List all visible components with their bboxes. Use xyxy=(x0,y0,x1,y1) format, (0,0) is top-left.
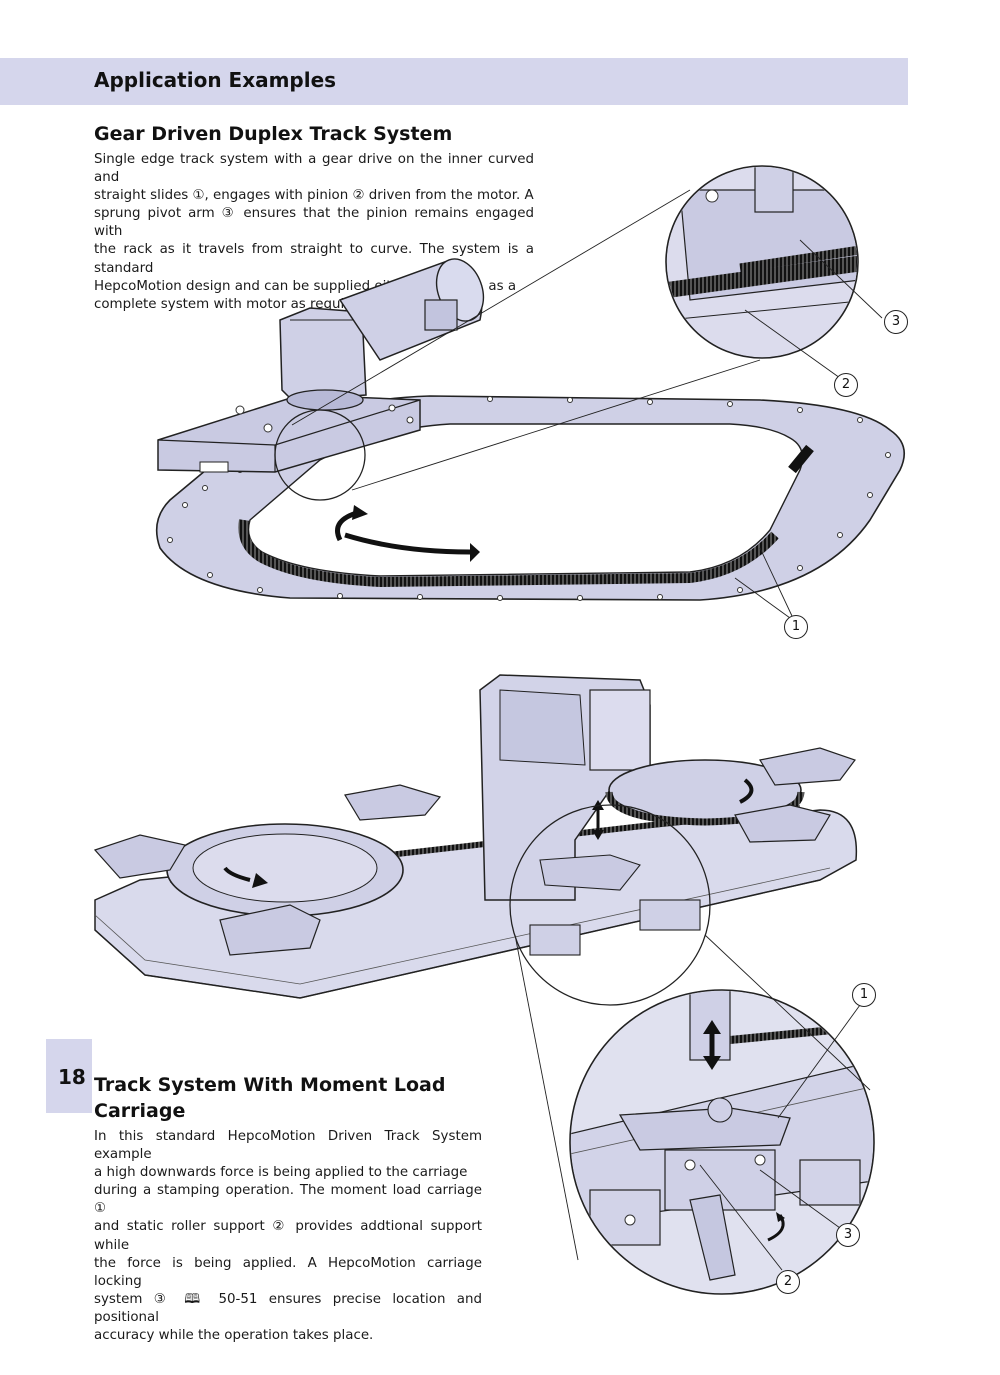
callout-1-bottom: 1 xyxy=(852,983,876,1007)
section2-title-line2: Carriage xyxy=(94,1100,186,1122)
section2-body: In this standard HepcoMotion Driven Trac… xyxy=(94,1128,482,1345)
carriage-detail-magnifier xyxy=(514,934,875,1295)
header-band xyxy=(0,58,908,105)
page-header-title: Application Examples xyxy=(94,68,337,92)
callout-3-top: 3 xyxy=(884,310,908,334)
section2-line-1: In this standard HepcoMotion Driven Trac… xyxy=(94,1129,482,1163)
pinion-detail-magnifier xyxy=(291,165,883,619)
page-number-tab xyxy=(46,1039,92,1113)
section1-line-4: the rack as it travels from straight to … xyxy=(94,242,534,276)
section2-line-4: and static roller support ② provides add… xyxy=(94,1219,482,1253)
section2-line-5: the force is being applied. A HepcoMotio… xyxy=(94,1255,482,1289)
section2-line-6: system ③ 🕮 50-51 ensures precise locatio… xyxy=(94,1291,482,1325)
section1-line-2: straight slides ①, engages with pinion ②… xyxy=(94,188,534,204)
section2-line-2: a high downwards force is being applied … xyxy=(94,1165,468,1181)
moment-load-illustration xyxy=(93,674,858,1006)
duplex-track-illustration xyxy=(155,258,906,601)
section1-line-3: sprung pivot arm ③ ensures that the pini… xyxy=(94,206,534,240)
page-number: 18 xyxy=(58,1065,86,1089)
callout-3-bottom: 3 xyxy=(836,1223,860,1247)
section2-line-3: during a stamping operation. The moment … xyxy=(94,1183,482,1217)
section2-title-line1: Track System With Moment Load xyxy=(94,1074,446,1096)
section1-line-6: complete system with motor as required. xyxy=(94,296,371,312)
section1-title: Gear Driven Duplex Track System xyxy=(94,123,453,145)
callout-2-top: 2 xyxy=(834,373,858,397)
callout-2-bottom: 2 xyxy=(776,1270,800,1294)
section1-line-1: Single edge track system with a gear dri… xyxy=(94,152,534,186)
section2-title: Track System With Moment Load Carriage xyxy=(94,1072,445,1124)
callout-1-top: 1 xyxy=(784,615,808,639)
section2-line-7: accuracy while the operation takes place… xyxy=(94,1328,374,1344)
